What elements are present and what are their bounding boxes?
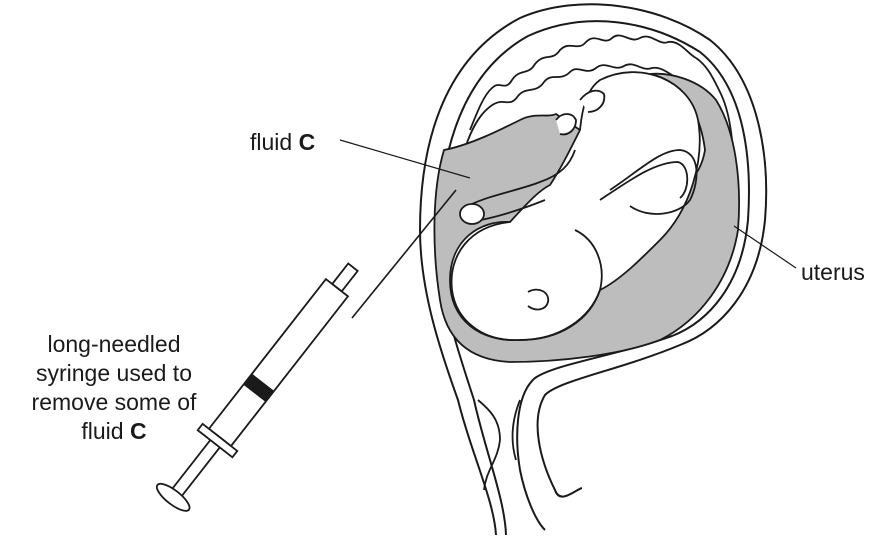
label-syringe-line-1: long-needled [0,330,228,359]
cervix [478,400,520,490]
fetus-hand [460,204,484,224]
syringe-barrel [209,279,348,446]
label-syringe-line-4: fluid C [0,417,228,446]
label-syringe-line-2: syringe used to [0,359,228,388]
label-uterus: uterus [801,258,865,286]
label-syringe-line-3: remove some of [0,388,228,417]
label-syringe: long-needled syringe used to remove some… [0,330,228,446]
label-fluid-c: fluid C [250,128,315,156]
